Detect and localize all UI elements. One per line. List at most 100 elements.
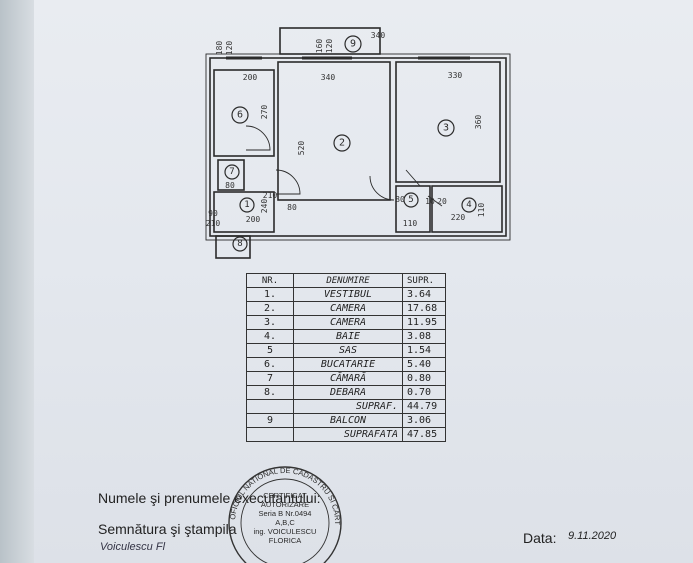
dim-label: 80 [395,195,405,204]
row-name: CAMERA [293,315,403,330]
row-name: SUPRAF. [293,399,403,414]
table-row: 3. CAMERA 11.95 [246,315,446,330]
signature-label: Semnătura şi ştampila [98,521,237,537]
dim-label: 120 [225,41,234,56]
date-label: Data: [523,530,557,546]
dim-label: 110 [403,219,418,228]
row-area: 3.06 [402,413,446,428]
dim-label: 110 [477,203,486,218]
date-value: 9.11.2020 [568,530,617,542]
row-nr: 3. [246,315,294,330]
row-name: BAIE [293,329,403,344]
row-area: 3.08 [402,329,446,344]
dim-label: 520 [297,141,306,156]
stamp-line: CERTIFICAT [263,491,307,500]
stamp-line: AUTORIZARE [260,500,310,509]
stamp-line: Seria B Nr.0494 [258,509,312,518]
row-area: 0.70 [402,385,446,400]
room-circle-5 [403,192,419,208]
background-paper-edge [0,0,34,563]
floor-plan: 6 2 3 7 1 5 4 8 9 180 120 200 340 330 27… [205,27,511,259]
table-row: 6. BUCATARIE 5.40 [246,357,446,372]
room-circle-2 [333,134,351,152]
room-number: 5 [408,195,413,205]
dim-label: 340 [371,31,386,40]
row-area: 5.40 [402,357,446,372]
row-nr [246,427,294,442]
dim-label: 160 [315,39,324,54]
row-area: 44.79 [402,399,446,414]
row-nr: 8. [246,385,294,400]
header-nr: NR. [246,273,294,288]
room-circle-4 [461,197,477,213]
dim-label: 10 [425,197,435,206]
dim-label: 80 [225,181,235,190]
room-number: 2 [339,138,345,149]
dim-label: 200 [246,215,261,224]
table-row: 9 BALCON 3.06 [246,413,446,428]
room-circle-3 [437,119,455,137]
dim-label: 340 [321,73,336,82]
row-area: 47.85 [402,427,446,442]
row-nr [246,399,294,414]
dim-label: 360 [474,115,483,130]
table-row: 5 SAS 1.54 [246,343,446,358]
room-circle-9 [344,35,362,53]
row-nr: 6. [246,357,294,372]
row-name: SAS [293,343,403,358]
header-denumire: DENUMIRE [293,273,403,288]
room-number: 7 [229,167,234,177]
table-row: 1. VESTIBUL 3.64 [246,287,446,302]
room-number: 3 [443,123,449,134]
row-area: 17.68 [402,301,446,316]
area-table: NR. DENUMIRE SUPR. 1. VESTIBUL 3.64 2. C… [246,273,446,442]
total-row: SUPRAFATA 47.85 [246,427,446,442]
dim-label: 220 [451,213,466,222]
stamp-line: FLORICA [268,536,302,545]
dim-label: 180 [215,41,224,56]
dim-label: 80 [287,203,297,212]
row-name: VESTIBUL [293,287,403,302]
room-circle-7 [224,164,240,180]
dim-label: 20 [437,197,447,206]
row-name: CĂMARĂ [293,371,403,386]
row-area: 0.80 [402,371,446,386]
official-stamp: OFICIUL NATIONAL DE CADASTRU SI CARTOGRA… [226,463,344,563]
row-name: SUPRAFATA [293,427,403,442]
dim-label: 120 [325,39,334,54]
dim-label: 90 [208,209,218,218]
table-row: 8. DEBARA 0.70 [246,385,446,400]
row-area: 1.54 [402,343,446,358]
row-name: CAMERA [293,301,403,316]
room-number: 9 [350,39,356,50]
dim-label: 270 [260,105,269,120]
executant-name-label: Numele şi prenumele executantului: [98,490,321,506]
row-nr: 9 [246,413,294,428]
stamp-line: ing. VOICULESCU [253,527,317,536]
room-circle-8 [232,236,248,252]
row-nr: 4. [246,329,294,344]
dim-label: 200 [243,73,258,82]
table-row: 7 CĂMARĂ 0.80 [246,371,446,386]
room-number: 8 [237,239,242,249]
room-number: 4 [466,200,471,210]
handwritten-signature: Voiculescu Fl [100,541,166,553]
dim-label: 330 [448,71,463,80]
row-name: DEBARA [293,385,403,400]
dim-label: 210 [206,219,221,228]
room-number: 1 [244,200,249,210]
row-name: BALCON [293,413,403,428]
row-nr: 5 [246,343,294,358]
room-circle-1 [239,197,255,213]
table-row: 2. CAMERA 17.68 [246,301,446,316]
row-name: BUCATARIE [293,357,403,372]
row-nr: 7 [246,371,294,386]
room-number: 6 [237,110,243,121]
header-supr: SUPR. [402,273,446,288]
row-area: 11.95 [402,315,446,330]
dim-label: 210 [263,191,278,200]
table-row: 4. BAIE 3.08 [246,329,446,344]
subtotal-row: SUPRAF. 44.79 [246,399,446,414]
row-area: 3.64 [402,287,446,302]
